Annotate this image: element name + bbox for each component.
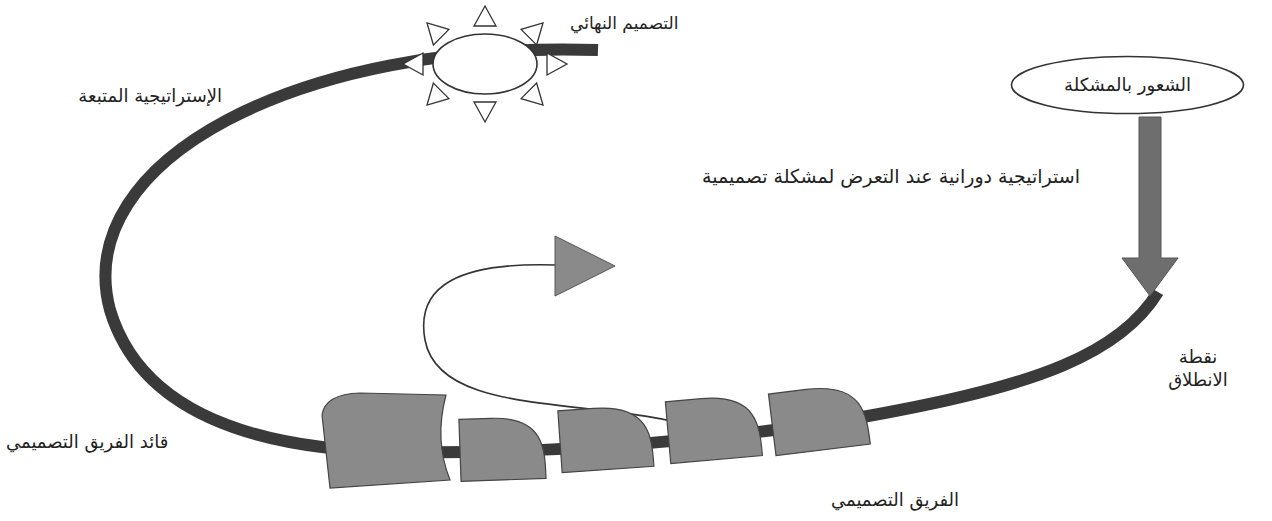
team-member-car <box>558 404 654 472</box>
strategy-label: الإستراتيجية المتبعة <box>78 84 222 107</box>
node-text: التصميم النهائي <box>570 12 678 34</box>
team-member-car <box>768 383 870 456</box>
loop-strategy-label: استراتيجية دورانية عند التعرض لمشكلة تصم… <box>702 164 1080 189</box>
strategy-arc <box>105 49 1158 452</box>
team-leader-car <box>322 393 450 488</box>
design-team-label: الفريق التصميمي <box>831 488 959 511</box>
start-arrow <box>1122 117 1178 296</box>
node-text: الشعور بالمشكلة <box>1064 73 1191 96</box>
final-design-sun: التصميم النهائي <box>395 0 715 130</box>
start-point-label: نقطة الانطلاق <box>1153 345 1243 392</box>
team-member-car <box>665 394 762 464</box>
loop-arrowhead <box>555 236 615 296</box>
problem-oval: الشعور بالمشكلة <box>1010 55 1245 115</box>
team-leader-label: قائد الفريق التصميمي <box>6 430 168 453</box>
team-member-car <box>459 416 546 481</box>
